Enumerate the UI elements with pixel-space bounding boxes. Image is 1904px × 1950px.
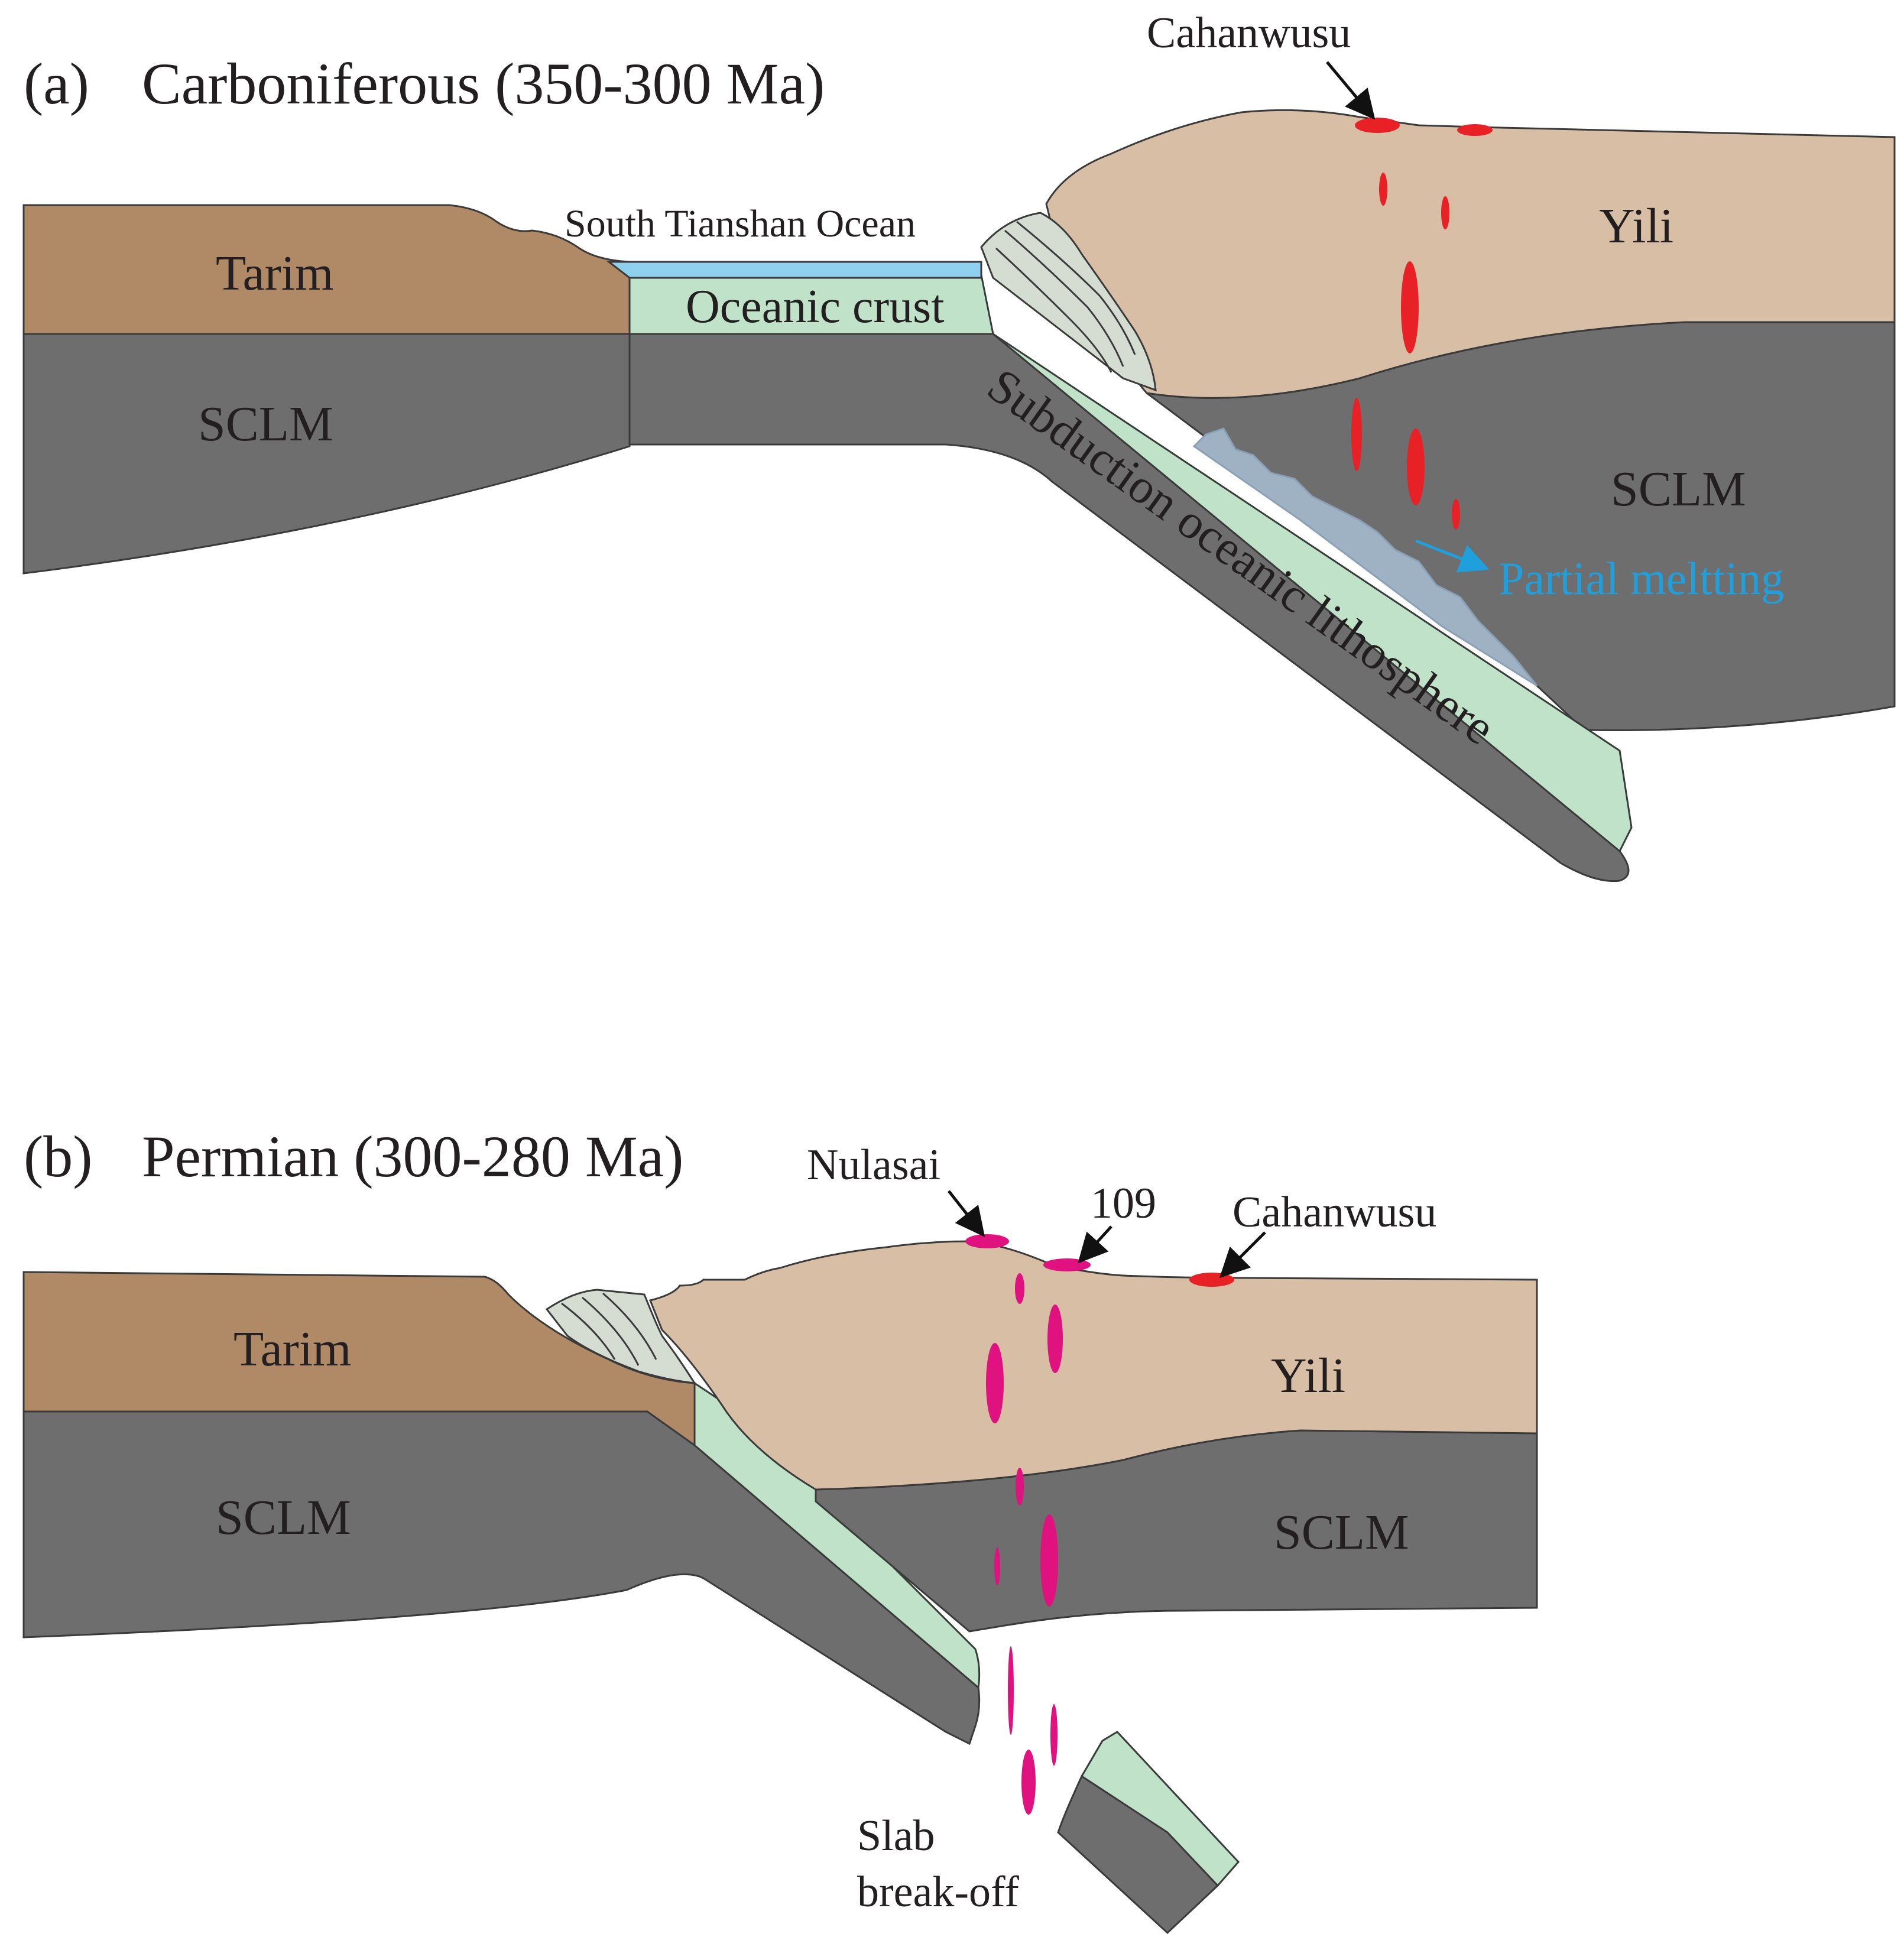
n109-arrow-b — [1078, 1225, 1112, 1264]
partial-melting-arrow-a — [1415, 539, 1490, 573]
ocean-water-a — [606, 261, 982, 279]
panel-a-label: (a) — [24, 51, 89, 116]
partial-melt-zone-a — [1192, 427, 1538, 687]
cahanwusu-arrow-b — [1219, 1231, 1266, 1279]
tarim-label-a: Tarim — [216, 246, 333, 301]
tarim-label-b: Tarim — [233, 1322, 351, 1377]
sclm-left-label-b: SCLM — [216, 1490, 351, 1545]
tarim-crust-a — [22, 204, 631, 335]
cahanwusu-arrow-a — [1326, 61, 1376, 120]
sclm-right-label-a: SCLM — [1611, 462, 1746, 517]
cahanwusu-label-a: Cahanwusu — [1147, 9, 1351, 57]
melt-bodies-a — [1351, 118, 1493, 530]
sclm-right-label-b: SCLM — [1274, 1505, 1409, 1560]
yili-label-b: Yili — [1271, 1348, 1345, 1403]
melt-bodies-b — [965, 1234, 1091, 1815]
cahanwusu-label-b: Cahanwusu — [1232, 1188, 1436, 1237]
tarim-sclm-b — [22, 1410, 981, 1745]
partial-melting-label-a: Partial meltting — [1498, 553, 1784, 604]
wedge-lines-b — [561, 1292, 657, 1366]
accretionary-wedge-a — [980, 212, 1157, 392]
cahanwusu-body-b — [1189, 1273, 1234, 1287]
panel-b: (b) Permian (300-280 Ma) Tarim SCLM Yili… — [22, 1124, 1538, 1935]
oceanic-crust-a — [628, 274, 1633, 853]
broken-slab-b — [1057, 1731, 1240, 1935]
wedge-lines-a — [995, 220, 1136, 373]
yili-label-a: Yili — [1599, 199, 1673, 254]
nulasai-arrow-b — [948, 1190, 985, 1237]
sclm-left-label-a: SCLM — [198, 397, 333, 452]
slab-label-line1-b: Slab — [857, 1812, 935, 1860]
panel-b-label: (b) — [24, 1124, 93, 1189]
ocean-label-a: South Tianshan Ocean — [565, 202, 916, 245]
oceanic-crust-label-a: Oceanic crust — [686, 281, 945, 333]
panel-a: (a) Carboniferous (350-300 Ma) Tarim SCL… — [22, 9, 1896, 882]
oceanic-lithosphere-a — [628, 333, 1630, 882]
slab-label-line2-b: break-off — [857, 1868, 1019, 1916]
panel-a-title: Carboniferous (350-300 Ma) — [142, 51, 825, 116]
oceanic-crust-b — [693, 1381, 981, 1689]
n109-label-b: 109 — [1091, 1179, 1156, 1228]
nulasai-label-b: Nulasai — [807, 1141, 940, 1189]
tarim-sclm-a — [22, 333, 631, 575]
panel-b-title: Permian (300-280 Ma) — [142, 1124, 683, 1189]
yili-crust-b — [648, 1240, 1538, 1491]
